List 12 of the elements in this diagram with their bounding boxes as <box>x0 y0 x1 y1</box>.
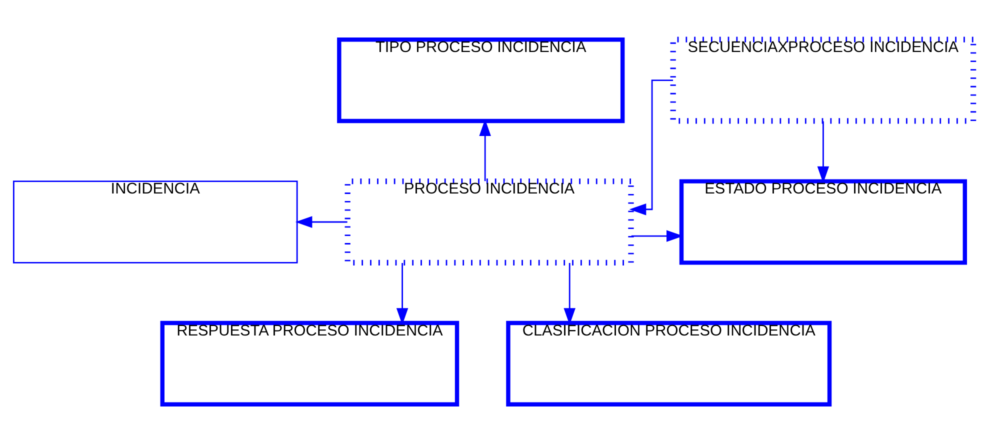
node-box: SECUENCIAXPROCESO INCIDENCIA <box>670 36 976 124</box>
arrow <box>396 262 408 324</box>
arrow <box>629 79 674 215</box>
arrow <box>564 262 576 324</box>
node-box: RESPUESTA PROCESO INCIDENCIA <box>160 320 460 406</box>
arrow <box>817 120 830 183</box>
arrow <box>295 216 348 228</box>
node-box: ESTADO PROCESO INCIDENCIA <box>679 178 967 264</box>
node-box: PROCESO INCIDENCIA <box>344 178 634 265</box>
node-box: INCIDENCIA <box>12 180 298 263</box>
node-box: CLASIFICACION PROCESO INCIDENCIA <box>506 320 832 406</box>
node-box: TIPO PROCESO INCIDENCIA <box>337 37 625 123</box>
